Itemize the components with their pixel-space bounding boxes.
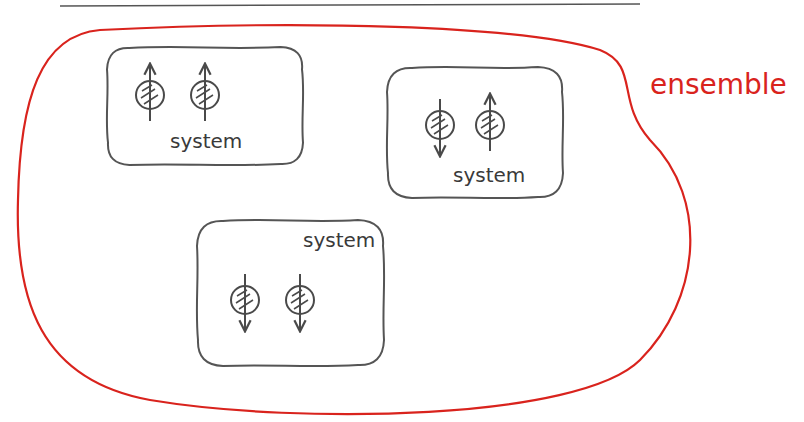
system-outline bbox=[387, 67, 563, 198]
spin-arrow bbox=[244, 274, 246, 330]
system-outline bbox=[197, 220, 384, 366]
system-blob: system bbox=[195, 218, 386, 368]
spin-arrow bbox=[149, 65, 151, 121]
system-label: system bbox=[303, 228, 375, 252]
spin-arrow bbox=[204, 65, 206, 121]
cut-underline bbox=[60, 4, 640, 6]
system-label: system bbox=[453, 163, 525, 187]
system-outline bbox=[107, 47, 303, 165]
system-blob: system bbox=[105, 45, 305, 167]
spin-arrow bbox=[439, 99, 441, 155]
spin-arrow bbox=[489, 95, 491, 151]
system-blob: system bbox=[385, 65, 565, 200]
spin-arrow bbox=[299, 274, 301, 330]
ensemble-label: ensemble bbox=[650, 68, 787, 102]
system-label: system bbox=[170, 129, 242, 153]
ensemble-outline bbox=[18, 25, 691, 414]
